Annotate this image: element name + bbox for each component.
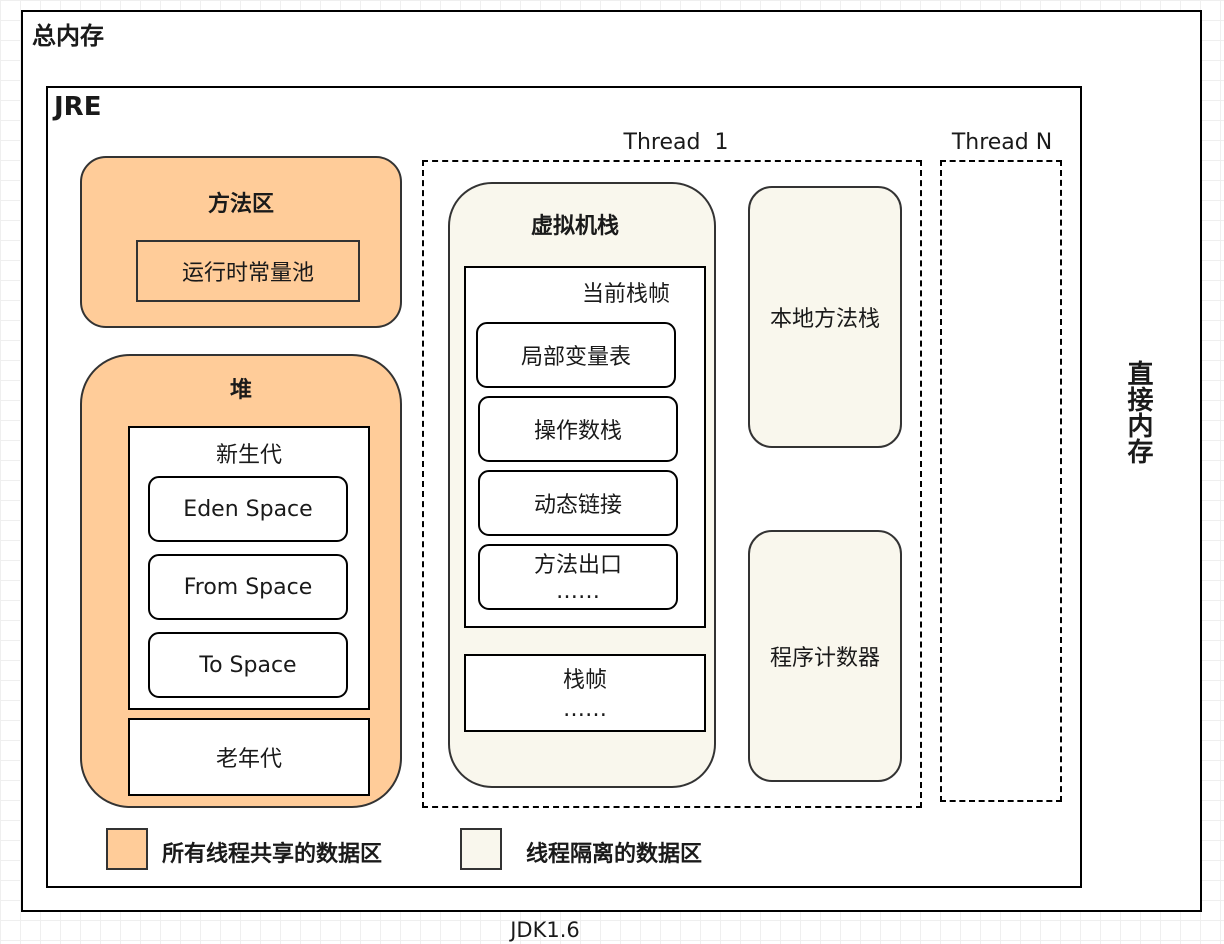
thread-n-frame <box>940 160 1062 802</box>
jre-title: JRE <box>54 92 102 122</box>
native-method-stack: 本地方法栈 <box>748 186 902 448</box>
legend-isolated-swatch <box>460 828 502 870</box>
current-stack-frame-title: 当前栈帧 <box>582 282 671 307</box>
local-variable-table: 局部变量表 <box>476 322 676 388</box>
legend-shared-swatch <box>106 828 148 870</box>
method-exit-label: 方法出口 <box>533 553 622 578</box>
to-space: To Space <box>148 632 348 698</box>
thread-n-label: Thread N <box>951 129 1053 155</box>
legend-shared-label: 所有线程共享的数据区 <box>162 842 383 867</box>
method-exit <box>478 544 678 610</box>
method-area <box>80 156 402 328</box>
thread-1-frame <box>422 160 922 808</box>
heap-title: 堆 <box>229 378 252 403</box>
legend-isolated-label: 线程隔离的数据区 <box>526 842 703 867</box>
from-space: From Space <box>148 554 348 620</box>
stack-frame-ellipsis: …… <box>563 696 607 722</box>
young-generation-title: 新生代 <box>215 443 282 468</box>
program-counter: 程序计数器 <box>748 530 902 782</box>
total-memory-title: 总内存 <box>32 22 104 50</box>
stack-frame <box>464 654 706 732</box>
eden-space: Eden Space <box>148 476 348 542</box>
runtime-constant-pool: 运行时常量池 <box>136 240 360 302</box>
stack-frame-label: 栈帧 <box>562 668 607 693</box>
vm-stack-title: 虚拟机栈 <box>530 214 619 239</box>
method-area-title: 方法区 <box>207 192 274 217</box>
operand-stack: 操作数栈 <box>478 396 678 462</box>
thread-1-label: Thread 1 <box>623 129 729 155</box>
jdk-version-label: JDK1.6 <box>510 918 580 942</box>
old-generation: 老年代 <box>128 718 370 796</box>
direct-memory-label: 直接内存 <box>1123 360 1153 464</box>
method-exit-ellipsis: …… <box>556 578 600 604</box>
dynamic-linking: 动态链接 <box>478 470 678 536</box>
